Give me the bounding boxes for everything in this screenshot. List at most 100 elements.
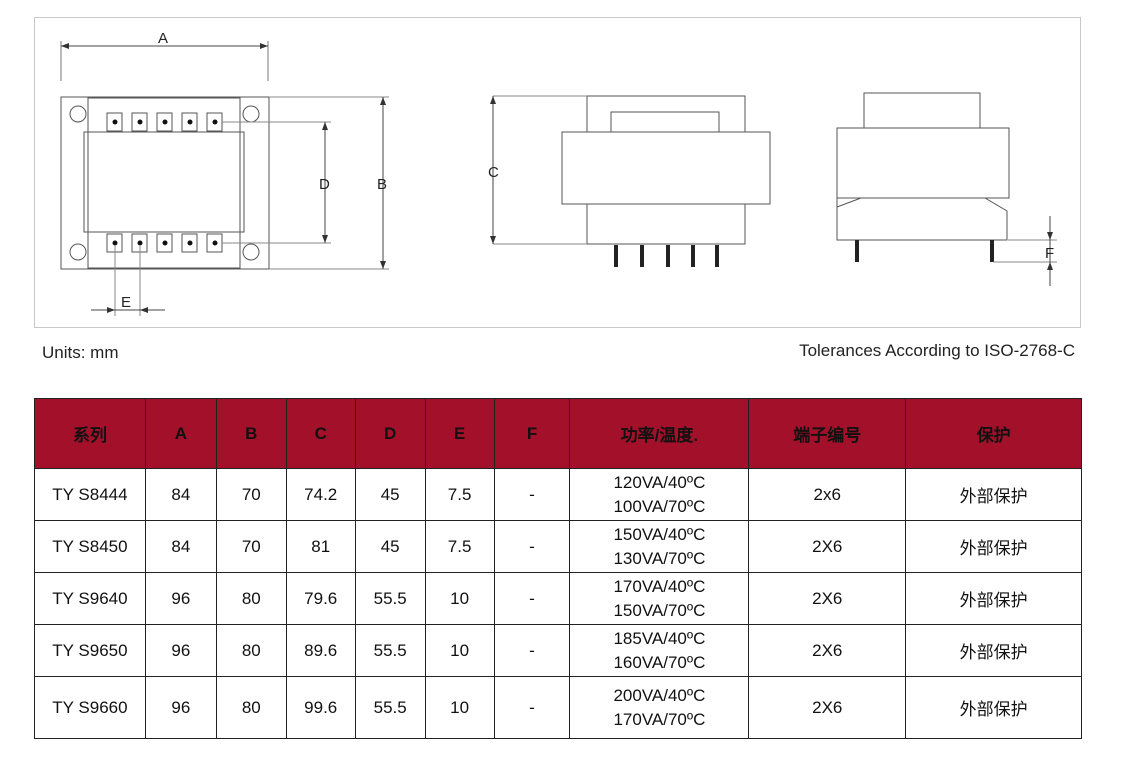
cell-e: 10 [424, 624, 495, 677]
cell-c: 81 [285, 520, 356, 573]
mounting-frame [60, 96, 270, 270]
table-row: TY S8450 84 70 81 45 7.5 - 150VA/40ºC 13… [34, 520, 1082, 573]
col-header-protection: 保护 [905, 398, 1082, 469]
cell-a: 84 [144, 468, 217, 521]
cell-c: 99.6 [285, 676, 356, 739]
power-line-1: 120VA/40ºC [613, 472, 706, 492]
power-line-1: 185VA/40ºC [613, 628, 706, 648]
cell-e: 10 [424, 572, 495, 625]
cell-terminals: 2X6 [748, 624, 907, 677]
cell-protection: 外部保护 [905, 520, 1082, 573]
cell-b: 80 [215, 676, 287, 739]
cell-series: TY S9640 [34, 572, 146, 625]
table-row: TY S9640 96 80 79.6 55.5 10 - 170VA/40ºC… [34, 572, 1082, 625]
power-line-2: 130VA/70ºC [613, 548, 706, 568]
cell-d: 55.5 [354, 676, 426, 739]
pin-dots [112, 119, 218, 246]
cell-a: 96 [144, 676, 217, 739]
col-header-c: C [285, 398, 356, 469]
cell-a: 84 [144, 520, 217, 573]
side-view [836, 92, 1010, 241]
cell-b: 80 [215, 572, 287, 625]
col-header-f: F [493, 398, 571, 469]
col-header-d: D [354, 398, 426, 469]
cell-power: 200VA/40ºC 170VA/70ºC [569, 676, 750, 739]
cell-terminals: 2X6 [748, 676, 907, 739]
cell-b: 80 [215, 624, 287, 677]
cell-protection: 外部保护 [905, 624, 1082, 677]
col-header-a: A [144, 398, 217, 469]
cell-power: 185VA/40ºC 160VA/70ºC [569, 624, 750, 677]
cell-series: TY S9650 [34, 624, 146, 677]
cell-d: 55.5 [354, 624, 426, 677]
cell-protection: 外部保护 [905, 468, 1082, 521]
front-pins [614, 245, 719, 267]
cell-a: 96 [144, 572, 217, 625]
units-note: Units: mm [42, 343, 119, 362]
power-line-2: 160VA/70ºC [613, 652, 706, 672]
spec-table: 系列 A B C D E F 功率/温度. 端子编号 保护 TY S8444 8… [34, 398, 1082, 739]
cell-a: 96 [144, 624, 217, 677]
table-row: TY S8444 84 70 74.2 45 7.5 - 120VA/40ºC … [34, 468, 1082, 521]
cell-terminals: 2x6 [748, 468, 907, 521]
cell-power: 170VA/40ºC 150VA/70ºC [569, 572, 750, 625]
cell-terminals: 2X6 [748, 520, 907, 573]
cell-e: 10 [424, 676, 495, 739]
cell-f: - [493, 468, 571, 521]
cell-f: - [493, 676, 571, 739]
cell-e: 7.5 [424, 520, 495, 573]
mount-hole [242, 243, 260, 261]
dim-label-a: A [158, 30, 168, 47]
dim-label-f: F [1045, 245, 1054, 262]
dimension-arrows [61, 43, 1053, 313]
cell-e: 7.5 [424, 468, 495, 521]
mount-hole [242, 105, 260, 123]
mount-hole [69, 105, 87, 123]
cell-b: 70 [215, 468, 287, 521]
col-header-power: 功率/温度. [569, 398, 750, 469]
col-header-e: E [424, 398, 495, 469]
mount-hole [69, 243, 87, 261]
cell-d: 45 [354, 520, 426, 573]
cell-protection: 外部保护 [905, 572, 1082, 625]
bobbin-outline [87, 97, 241, 269]
cell-c: 79.6 [285, 572, 356, 625]
cell-f: - [493, 572, 571, 625]
cell-c: 89.6 [285, 624, 356, 677]
cell-d: 55.5 [354, 572, 426, 625]
power-line-1: 150VA/40ºC [613, 524, 706, 544]
side-pins [855, 240, 994, 262]
col-header-b: B [215, 398, 287, 469]
table-row: TY S9660 96 80 99.6 55.5 10 - 200VA/40ºC… [34, 676, 1082, 739]
cell-f: - [493, 520, 571, 573]
dim-label-e: E [121, 294, 131, 311]
dim-label-d: D [319, 176, 330, 193]
power-line-2: 100VA/70ºC [613, 496, 706, 516]
front-view [561, 95, 771, 245]
cell-protection: 外部保护 [905, 676, 1082, 739]
tolerance-note: Tolerances According to ISO-2768-C [799, 341, 1075, 360]
power-line-2: 150VA/70ºC [613, 600, 706, 620]
table-row: TY S9650 96 80 89.6 55.5 10 - 185VA/40ºC… [34, 624, 1082, 677]
cell-series: TY S9660 [34, 676, 146, 739]
cell-power: 150VA/40ºC 130VA/70ºC [569, 520, 750, 573]
technical-drawing: A D B E C F [34, 17, 1081, 328]
cell-b: 70 [215, 520, 287, 573]
cell-series: TY S8450 [34, 520, 146, 573]
cell-f: - [493, 624, 571, 677]
power-line-1: 200VA/40ºC [613, 685, 706, 705]
cell-power: 120VA/40ºC 100VA/70ºC [569, 468, 750, 521]
dim-label-b: B [377, 176, 387, 193]
cell-series: TY S8444 [34, 468, 146, 521]
power-line-2: 170VA/70ºC [613, 709, 706, 729]
table-header-row: 系列 A B C D E F 功率/温度. 端子编号 保护 [34, 398, 1082, 469]
col-header-series: 系列 [34, 398, 146, 469]
cell-terminals: 2X6 [748, 572, 907, 625]
col-header-terminals: 端子编号 [748, 398, 907, 469]
cell-d: 45 [354, 468, 426, 521]
power-line-1: 170VA/40ºC [613, 576, 706, 596]
cell-c: 74.2 [285, 468, 356, 521]
transformer-drawing-svg: A D B E C F [60, 30, 1057, 316]
dim-label-c: C [488, 164, 499, 181]
core-outline [83, 131, 245, 233]
